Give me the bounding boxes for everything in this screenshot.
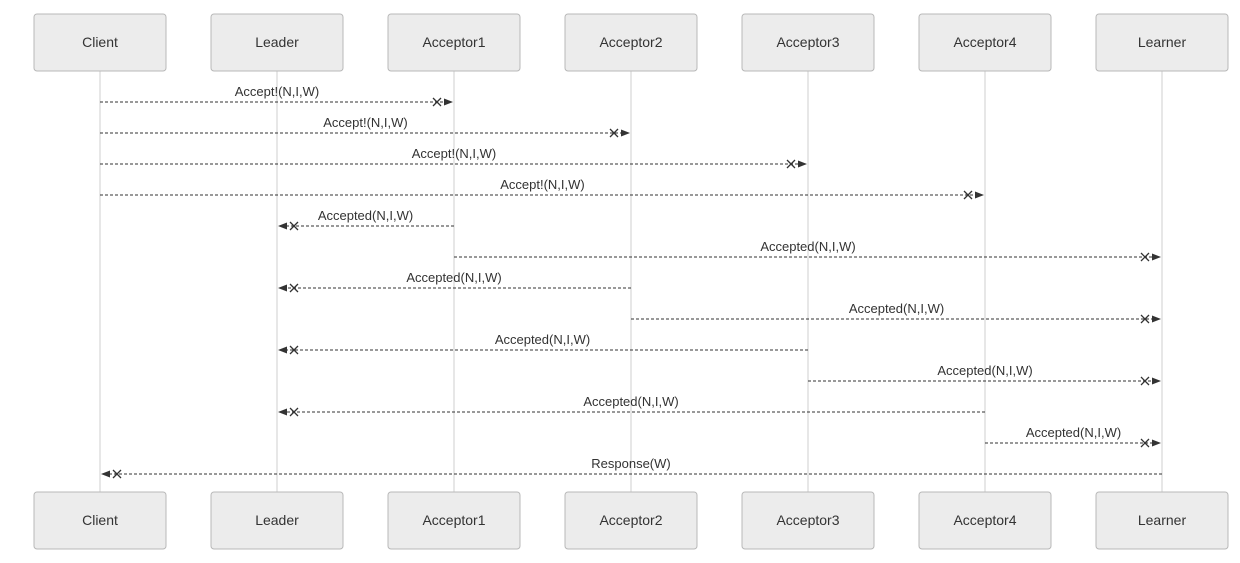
participant-leader-top: Leader	[210, 13, 344, 72]
participant-acceptor1-top: Acceptor1	[387, 13, 521, 72]
message-1: Accept!(N,I,W)	[100, 84, 453, 107]
participant-box	[918, 491, 1052, 550]
message-label: Accepted(N,I,W)	[318, 208, 413, 223]
participant-box	[210, 13, 344, 72]
participant-acceptor2-top: Acceptor2	[564, 13, 698, 72]
cross-marker	[289, 345, 299, 355]
participant-box	[918, 13, 1052, 72]
message-label: Accepted(N,I,W)	[937, 363, 1032, 378]
cross-marker	[1140, 438, 1150, 448]
participant-acceptor4-top: Acceptor4	[918, 13, 1052, 72]
arrow-head	[975, 191, 984, 199]
message-label: Accepted(N,I,W)	[760, 239, 855, 254]
message-4: Accept!(N,I,W)	[100, 177, 984, 200]
arrow-head	[278, 346, 287, 354]
message-label: Response(W)	[591, 456, 670, 471]
participant-label: Acceptor4	[953, 34, 1016, 50]
cross-marker	[432, 97, 442, 107]
participant-box	[33, 491, 167, 550]
participant-box	[387, 13, 521, 72]
arrow-head	[101, 470, 110, 478]
message-11: Accepted(N,I,W)	[278, 394, 985, 417]
participant-box	[1095, 491, 1229, 550]
participant-acceptor3-top: Acceptor3	[741, 13, 875, 72]
participant-box	[1095, 13, 1229, 72]
participant-client-top: Client	[33, 13, 167, 72]
message-12: Accepted(N,I,W)	[985, 425, 1161, 448]
participant-box	[210, 491, 344, 550]
participant-label: Leader	[255, 512, 299, 528]
message-3: Accept!(N,I,W)	[100, 146, 807, 169]
participant-label: Acceptor2	[599, 512, 662, 528]
message-label: Accepted(N,I,W)	[849, 301, 944, 316]
cross-marker	[289, 407, 299, 417]
cross-marker	[289, 221, 299, 231]
participant-box	[741, 13, 875, 72]
message-6: Accepted(N,I,W)	[454, 239, 1161, 262]
message-label: Accept!(N,I,W)	[412, 146, 497, 161]
participant-acceptor4-bottom: Acceptor4	[918, 491, 1052, 550]
participant-label: Client	[82, 512, 118, 528]
message-2: Accept!(N,I,W)	[100, 115, 630, 138]
cross-marker	[609, 128, 619, 138]
message-label: Accept!(N,I,W)	[500, 177, 585, 192]
cross-marker	[963, 190, 973, 200]
participant-label: Leader	[255, 34, 299, 50]
messages: Accept!(N,I,W) Accept!(N,I,W) Accept!(N,I,…	[100, 84, 1162, 479]
participant-boxes-bottom: Client Leader Acceptor1 Acceptor2 Acceptor3 A…	[33, 491, 1229, 550]
participant-learner-bottom: Learner	[1095, 491, 1229, 550]
participant-boxes-top: Client Leader Acceptor1 Acceptor2 Acceptor3 A…	[33, 13, 1229, 72]
cross-marker	[1140, 314, 1150, 324]
participant-label: Client	[82, 34, 118, 50]
arrow-head	[278, 222, 287, 230]
message-5: Accepted(N,I,W)	[278, 208, 454, 231]
participant-learner-top: Learner	[1095, 13, 1229, 72]
arrow-head	[444, 98, 453, 106]
participant-box	[564, 491, 698, 550]
arrow-head	[1152, 377, 1161, 385]
cross-marker	[1140, 252, 1150, 262]
participant-box	[741, 491, 875, 550]
message-7: Accepted(N,I,W)	[278, 270, 631, 293]
participant-label: Learner	[1138, 512, 1187, 528]
arrow-head	[1152, 439, 1161, 447]
message-8: Accepted(N,I,W)	[631, 301, 1161, 324]
participant-label: Acceptor2	[599, 34, 662, 50]
participant-client-bottom: Client	[33, 491, 167, 550]
participant-box	[564, 13, 698, 72]
participant-label: Acceptor1	[422, 34, 485, 50]
arrow-head	[278, 284, 287, 292]
cross-marker	[1140, 376, 1150, 386]
arrow-head	[1152, 253, 1161, 261]
message-10: Accepted(N,I,W)	[808, 363, 1161, 386]
participant-box	[387, 491, 521, 550]
arrow-head	[278, 408, 287, 416]
cross-marker	[786, 159, 796, 169]
participant-label: Acceptor3	[776, 512, 839, 528]
participant-label: Acceptor1	[422, 512, 485, 528]
arrow-head	[621, 129, 630, 137]
participant-label: Acceptor3	[776, 34, 839, 50]
participant-label: Acceptor4	[953, 512, 1016, 528]
cross-marker	[289, 283, 299, 293]
participant-acceptor1-bottom: Acceptor1	[387, 491, 521, 550]
arrow-head	[798, 160, 807, 168]
cross-marker	[112, 469, 122, 479]
message-label: Accepted(N,I,W)	[1026, 425, 1121, 440]
message-label: Accept!(N,I,W)	[235, 84, 320, 99]
message-label: Accepted(N,I,W)	[583, 394, 678, 409]
participant-leader-bottom: Leader	[210, 491, 344, 550]
message-9: Accepted(N,I,W)	[278, 332, 808, 355]
participant-label: Learner	[1138, 34, 1187, 50]
message-label: Accept!(N,I,W)	[323, 115, 408, 130]
message-label: Accepted(N,I,W)	[406, 270, 501, 285]
arrow-head	[1152, 315, 1161, 323]
message-label: Accepted(N,I,W)	[495, 332, 590, 347]
participant-box	[33, 13, 167, 72]
message-13: Response(W)	[101, 456, 1162, 479]
participant-acceptor3-bottom: Acceptor3	[741, 491, 875, 550]
participant-acceptor2-bottom: Acceptor2	[564, 491, 698, 550]
lifelines	[99, 71, 1163, 492]
